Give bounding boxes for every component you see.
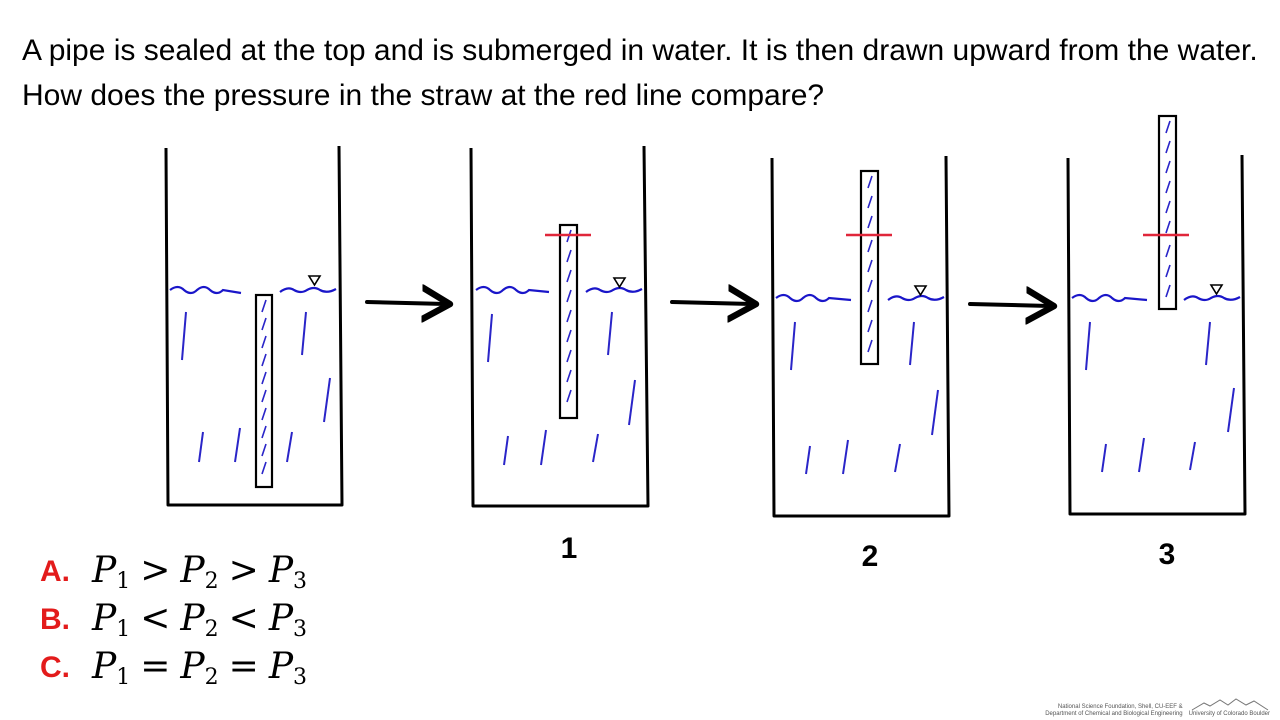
variable: P — [92, 598, 117, 639]
panel-label: 3 — [1159, 538, 1176, 571]
water-dashes — [790, 321, 939, 475]
water-level-triangle-icon — [307, 275, 322, 287]
subscript: 3 — [293, 617, 308, 642]
beaker — [164, 145, 344, 507]
question-text: A pipe is sealed at the top and is subme… — [22, 34, 1258, 112]
variable: P — [268, 550, 294, 591]
panel-label: 2 — [862, 540, 879, 573]
university-logo: University of Colorado Boulder — [1189, 697, 1270, 718]
beaker — [770, 155, 951, 518]
water-surface — [279, 286, 337, 294]
water-dashes — [487, 311, 636, 466]
subscript: 2 — [204, 665, 219, 690]
beaker — [1066, 154, 1247, 516]
water-surface — [775, 293, 852, 303]
variable: P — [180, 550, 205, 591]
subscript: 2 — [204, 617, 219, 642]
university-name: University of Colorado Boulder — [1188, 711, 1270, 717]
water-surface — [1183, 294, 1241, 302]
credit-line: National Science Foundation, Shell, CU-E… — [1057, 704, 1183, 710]
variable: P — [92, 646, 117, 687]
water-level-triangle-icon — [612, 277, 627, 289]
relation: = — [228, 646, 259, 687]
option-a[interactable]: A. P1>P2>P3 — [40, 548, 307, 596]
subscript: 2 — [204, 569, 219, 594]
pipe-water-dashes — [261, 299, 267, 475]
water-surface — [169, 285, 242, 295]
credit-text: National Science Foundation, Shell, CU-E… — [1045, 704, 1182, 718]
water-dashes — [181, 311, 331, 463]
relation: < — [140, 598, 171, 639]
pipe-water-dashes — [867, 175, 873, 353]
mountain-logo-icon — [1191, 698, 1269, 711]
water-surface — [475, 285, 550, 295]
panel-1: 1 — [469, 145, 650, 565]
panel-label: 1 — [561, 532, 578, 565]
pipe-water-dashes — [566, 229, 572, 403]
credit-line: Department of Chemical and Biological En… — [1045, 711, 1183, 717]
option-expression: P1>P2>P3 — [92, 550, 307, 594]
answer-options: A. P1>P2>P3 B. P1<P2<P3 C. P1=P2=P3 — [40, 548, 307, 692]
water-surface — [887, 294, 945, 302]
relation: = — [140, 646, 171, 687]
variable: P — [268, 598, 294, 639]
pipe — [1157, 114, 1178, 311]
beaker — [469, 145, 650, 508]
option-expression: P1<P2<P3 — [92, 598, 307, 642]
option-letter: B. — [40, 603, 70, 636]
arrow-right-icon — [670, 302, 752, 304]
water-surface — [1071, 293, 1148, 303]
panel-2: 2 — [770, 155, 951, 573]
arrow-right-icon — [968, 304, 1050, 306]
arrow-right-icon — [365, 302, 446, 304]
subscript: 1 — [116, 665, 131, 690]
variable: P — [268, 646, 294, 687]
variable: P — [92, 550, 117, 591]
water-surface — [585, 286, 643, 294]
subscript: 3 — [293, 665, 308, 690]
variable: P — [180, 598, 205, 639]
option-expression: P1=P2=P3 — [92, 646, 307, 690]
panel-initial — [164, 145, 344, 507]
variable: P — [180, 646, 205, 687]
footer-credits: National Science Foundation, Shell, CU-E… — [1045, 697, 1270, 718]
pipe — [558, 223, 579, 420]
water-dashes — [1085, 321, 1235, 473]
relation: < — [228, 598, 259, 639]
option-b[interactable]: B. P1<P2<P3 — [40, 596, 307, 644]
pipe-water-dashes — [1165, 120, 1171, 298]
option-c[interactable]: C. P1=P2=P3 — [40, 644, 307, 692]
subscript: 3 — [293, 569, 308, 594]
subscript: 1 — [116, 569, 131, 594]
option-letter: A. — [40, 555, 70, 588]
subscript: 1 — [116, 617, 131, 642]
relation: > — [140, 550, 171, 591]
water-level-triangle-icon — [1209, 284, 1224, 296]
water-level-triangle-icon — [913, 285, 928, 297]
relation: > — [228, 550, 259, 591]
panel-3: 3 — [1066, 114, 1247, 571]
option-letter: C. — [40, 651, 70, 684]
pipe — [254, 293, 274, 489]
